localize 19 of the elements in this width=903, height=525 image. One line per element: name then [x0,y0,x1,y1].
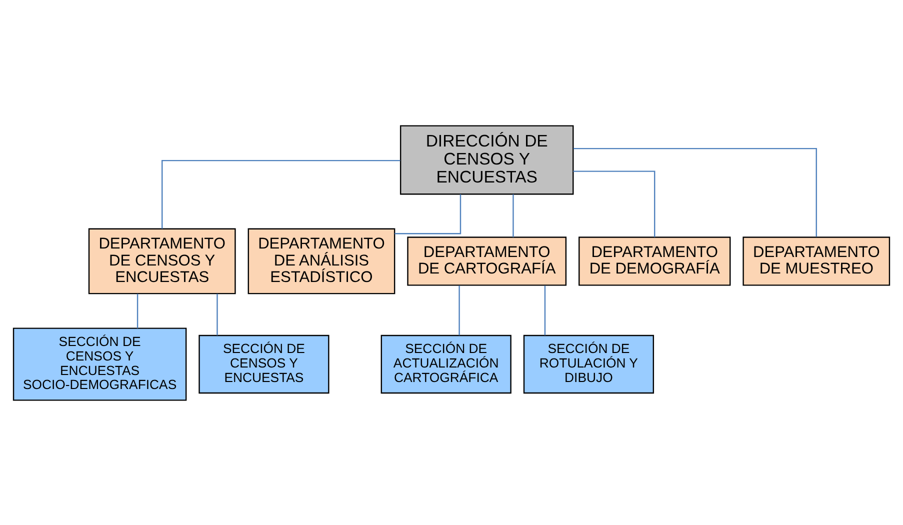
connector [136,293,138,328]
node-box: DEPARTAMENTO DE MUESTREO [742,236,890,286]
node-box: SECCIÓN DE ACTUALIZACIÓN CARTOGRÁFICA [380,334,512,394]
node-box: SECCIÓN DE ROTULACIÓN Y DIBUJO [523,334,654,394]
connector [162,159,400,228]
connector [394,194,462,234]
node-box: SECCIÓN DE CENSOS Y ENCUESTAS [198,334,330,394]
node-box: DEPARTAMENTO DE CARTOGRAFÍA [407,236,567,286]
connector [573,170,656,237]
connector [512,194,514,237]
node-box: DEPARTAMENTO DE CENSOS Y ENCUESTAS [88,228,236,294]
node-box: DEPARTAMENTO DE ANÁLISIS ESTADÍSTICO [248,228,396,294]
node-box: DIRECCIÓN DE CENSOS Y ENCUESTAS [400,124,574,194]
connector [573,147,817,236]
connector [544,285,546,335]
connector [458,285,460,335]
node-box: SECCIÓN DE CENSOS Y ENCUESTAS SOCIO-DEMOGRAFICAS [12,327,187,400]
connector [216,293,218,335]
node-box: DEPARTAMENTO DE DEMOGRAFÍA [578,236,731,286]
